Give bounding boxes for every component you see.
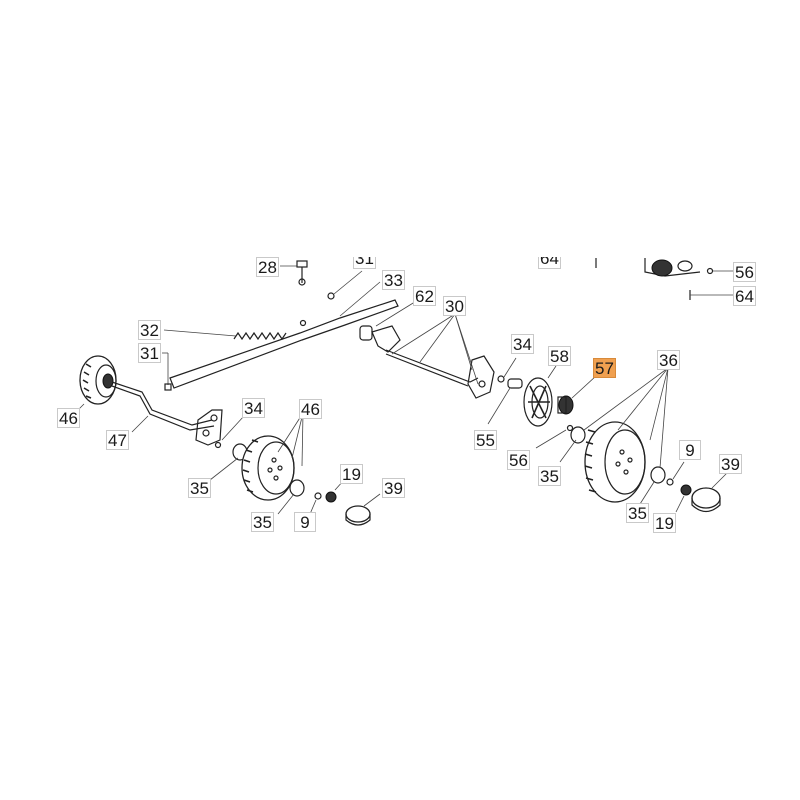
wheel-46-left — [75, 355, 117, 413]
part-label-46[interactable]: 46 — [57, 408, 80, 428]
part-label-32[interactable]: 32 — [138, 320, 161, 340]
wheel-36-right — [559, 367, 669, 505]
part-label-36[interactable]: 36 — [657, 350, 680, 370]
part-label-35[interactable]: 35 — [188, 478, 211, 498]
part-label-57-highlighted[interactable]: 57 — [593, 358, 616, 378]
gear-58 — [523, 365, 557, 427]
part-label-56[interactable]: 56 — [733, 262, 756, 282]
pin-31-top — [327, 270, 363, 300]
sleeve-55 — [487, 357, 523, 425]
bolt-28 — [280, 260, 308, 286]
bracket-34-left — [195, 409, 245, 449]
part-label-9[interactable]: 9 — [294, 512, 316, 532]
part-label-30[interactable]: 30 — [443, 296, 466, 316]
part-label-19[interactable]: 19 — [340, 464, 363, 484]
part-label-35[interactable]: 35 — [626, 503, 649, 523]
part-label-62[interactable]: 62 — [413, 286, 436, 306]
part-label-64[interactable]: 64 — [733, 286, 756, 306]
pinion-57 — [557, 375, 597, 415]
pin-31-left — [162, 352, 172, 391]
part-label-64-top[interactable]: 64 — [538, 257, 561, 269]
part-label-9[interactable]: 9 — [679, 440, 701, 460]
hub-parts-left — [309, 479, 381, 526]
spring-32 — [163, 329, 287, 341]
part-label-34[interactable]: 34 — [242, 398, 265, 418]
part-label-58[interactable]: 58 — [548, 346, 571, 366]
part-label-35[interactable]: 35 — [251, 512, 274, 532]
rear-axle-assembly-30 — [359, 299, 495, 399]
part-label-39[interactable]: 39 — [382, 478, 405, 498]
axle-47 — [111, 381, 215, 433]
part-label-28[interactable]: 28 — [256, 257, 279, 277]
part-label-31[interactable]: 31 — [138, 343, 161, 363]
part-label-47[interactable]: 47 — [106, 430, 129, 450]
part-label-55[interactable]: 55 — [474, 430, 497, 450]
top-cropped-parts — [595, 258, 733, 300]
lever-arm-33 — [169, 281, 399, 389]
part-label-19[interactable]: 19 — [653, 513, 676, 533]
wheel-46-middle — [209, 412, 305, 515]
part-label-34[interactable]: 34 — [511, 334, 534, 354]
part-label-46[interactable]: 46 — [299, 399, 322, 419]
part-label-56[interactable]: 56 — [507, 450, 530, 470]
hub-parts-right — [666, 461, 729, 513]
washer-56 — [535, 424, 574, 449]
part-label-39[interactable]: 39 — [719, 454, 742, 474]
part-label-35[interactable]: 35 — [538, 466, 561, 486]
part-label-31[interactable]: 31 — [353, 257, 376, 269]
part-label-33[interactable]: 33 — [382, 270, 405, 290]
